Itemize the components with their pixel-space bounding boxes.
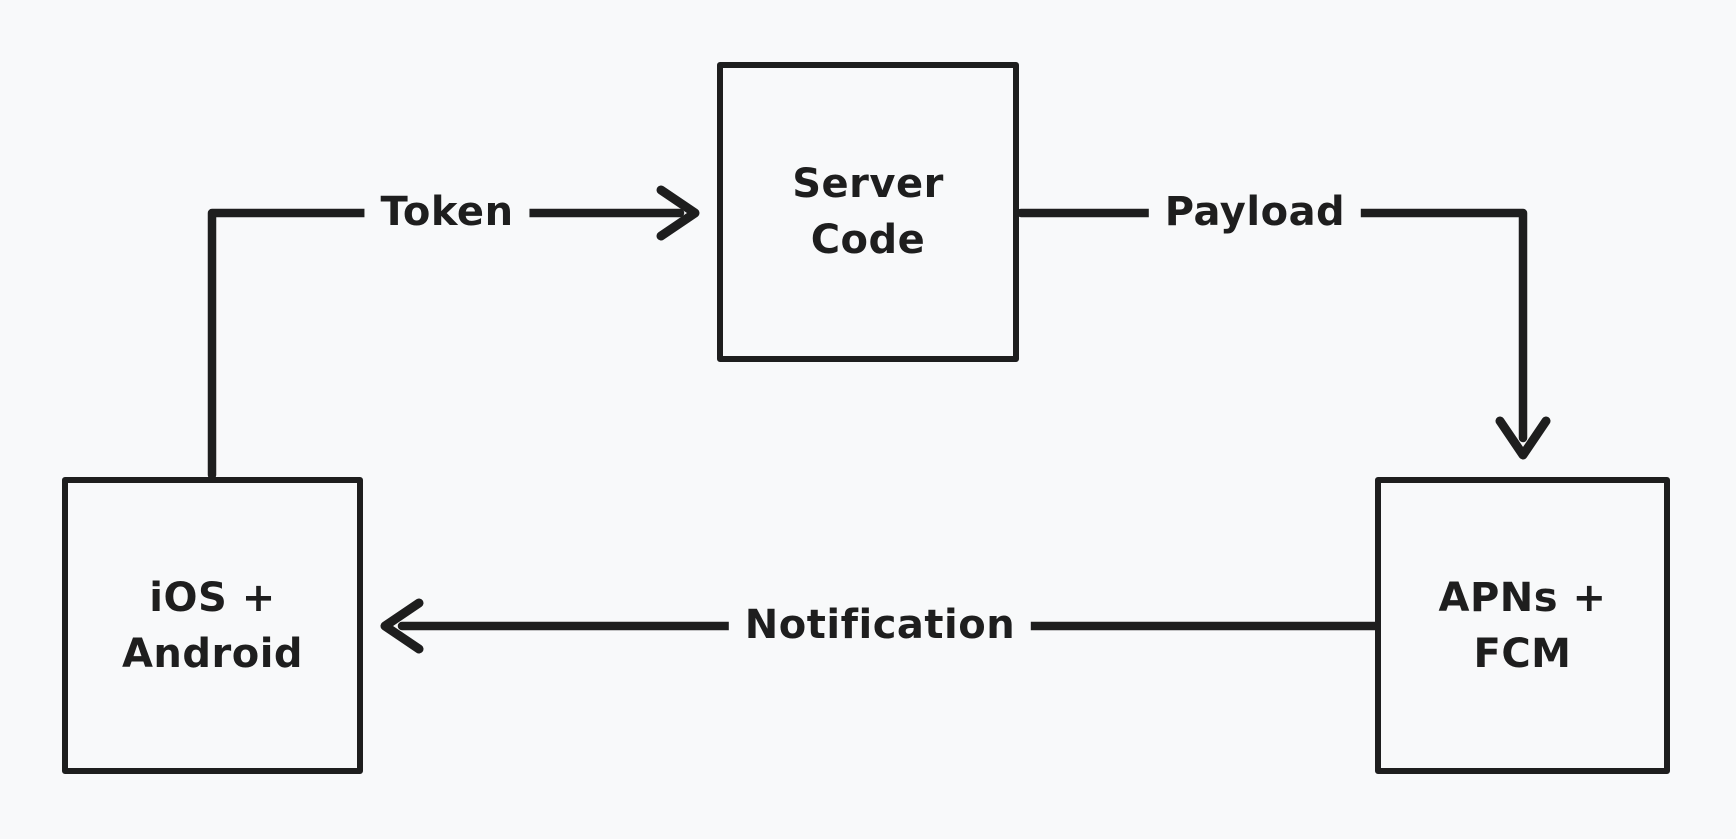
edge-label-payload: Payload: [1148, 188, 1362, 236]
edge-payload-line: [1016, 208, 1528, 443]
edge-label-token: Token: [364, 188, 530, 236]
edge-token-line: [207, 208, 685, 480]
node-label-apns-fcm: APNs + FCM: [1438, 574, 1607, 677]
edge-token-arrowhead-icon: [656, 185, 700, 241]
node-box-server-code: [717, 62, 1019, 362]
node-label-server-code: Server Code: [792, 161, 944, 263]
edge-label-notification: Notification: [728, 601, 1032, 649]
node-label-ios-android: iOS + Android: [121, 574, 304, 677]
edge-notification-arrowhead-icon: [380, 598, 424, 654]
node-box-ios-android: [62, 477, 363, 774]
edge-payload-arrowhead-icon: [1495, 416, 1551, 460]
